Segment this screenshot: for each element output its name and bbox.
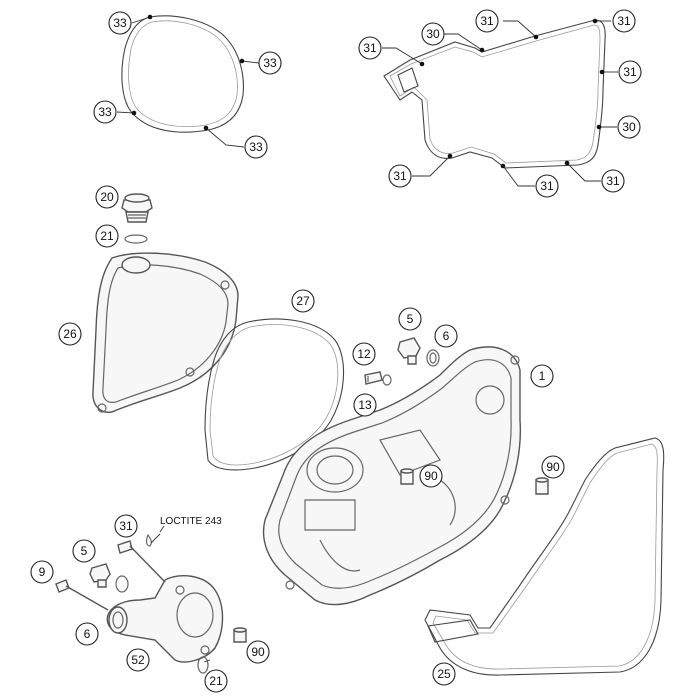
svg-text:27: 27 [296,294,310,308]
loctite-label: LOCTITE 243 [160,516,222,527]
svg-text:90: 90 [251,645,265,659]
clutch-cover-gasket [383,19,606,169]
svg-text:9: 9 [39,565,46,579]
callout-26: 26 [58,322,82,346]
callout-90-right: 90 [541,455,565,479]
svg-text:30: 30 [622,120,636,134]
callout-33-top: 33 [108,11,132,35]
svg-text:20: 20 [100,190,114,204]
svg-text:33: 33 [263,56,277,70]
callout-31-bottom-mid: 31 [535,174,559,198]
callout-31-left: 31 [358,36,382,60]
clutch-cover [92,252,239,413]
crankcase [262,346,522,606]
drain-plug-lower [89,563,111,588]
callout-21-lower: 21 [204,669,228,693]
callout-21-top: 21 [95,224,119,248]
svg-text:31: 31 [393,169,407,183]
loctite-drop [145,533,152,547]
screw-12 [364,371,383,385]
callout-12: 12 [352,342,376,366]
callout-31-bottom-right: 31 [601,169,625,193]
callout-30-right: 30 [617,115,641,139]
screw-31-lower [117,540,166,583]
callout-9: 9 [30,560,54,584]
svg-text:26: 26 [63,327,77,341]
svg-text:31: 31 [480,14,494,28]
loctite-note: LOCTITE 243 [159,516,222,533]
callout-33-left: 33 [93,100,117,124]
callout-31-top: 31 [475,9,499,33]
svg-text:31: 31 [606,174,620,188]
sealing-ring-upper [426,349,440,367]
callout-90-lower: 90 [246,640,270,664]
svg-text:5: 5 [407,312,414,326]
callout-33-bottom: 33 [244,135,268,159]
callout-25: 25 [432,662,456,686]
svg-text:31: 31 [363,41,377,55]
svg-text:21: 21 [100,229,114,243]
sealing-ring-lower [115,575,129,593]
svg-text:90: 90 [546,460,560,474]
outer-cover-gasket [204,318,345,471]
svg-text:6: 6 [84,627,91,641]
svg-text:25: 25 [437,667,451,681]
ignition-cover-gasket [121,15,244,133]
svg-text:1: 1 [539,369,546,383]
oil-filler-plug [121,193,153,223]
callout-30-top: 30 [421,22,445,46]
callout-31-top-right: 31 [612,9,636,33]
water-pump-cover [106,574,224,663]
bolt-9 [55,579,109,611]
callout-6-lower: 6 [75,622,99,646]
callout-31-bottom-left: 31 [388,164,412,188]
callout-90-middle: 90 [419,464,443,488]
o-ring-lower [197,656,209,674]
callout-33-right: 33 [258,51,282,75]
svg-text:31: 31 [119,519,133,533]
callout-31-right: 31 [618,60,642,84]
callout-6-top: 6 [434,324,458,348]
svg-text:90: 90 [424,469,438,483]
svg-text:6: 6 [443,329,450,343]
svg-text:5: 5 [81,544,88,558]
callout-5-top: 5 [398,307,422,331]
svg-text:12: 12 [357,347,371,361]
callout-1: 1 [530,364,554,388]
crankcase-gasket [424,437,665,676]
washer-13 [382,374,392,386]
callout-13: 13 [353,393,377,417]
callout-5-lower: 5 [72,539,96,563]
dowel-sleeve-right [535,477,549,495]
drain-plug-upper [397,337,421,365]
svg-text:31: 31 [540,179,554,193]
dowel-sleeve-middle [400,468,414,485]
svg-text:30: 30 [426,27,440,41]
svg-text:21: 21 [209,674,223,688]
svg-text:33: 33 [249,140,263,154]
svg-text:31: 31 [617,14,631,28]
callout-31-lower: 31 [114,514,138,538]
svg-text:33: 33 [98,105,112,119]
oil-filler-o-ring [124,234,148,244]
svg-text:52: 52 [131,653,145,667]
callout-52: 52 [126,648,150,672]
svg-text:33: 33 [113,16,127,30]
svg-text:31: 31 [623,65,637,79]
dowel-sleeve-lower [233,627,247,643]
svg-text:13: 13 [358,398,372,412]
callout-27: 27 [291,289,315,313]
callout-20: 20 [95,185,119,209]
leader-lines [116,14,618,663]
